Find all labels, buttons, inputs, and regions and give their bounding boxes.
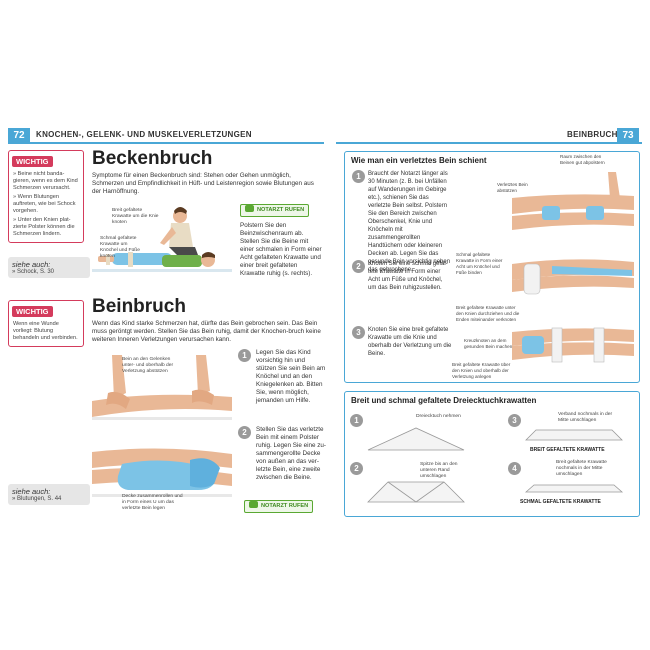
beckenbruch-caption-1: Breit gefaltete Krawatte um die Knie kno…: [112, 208, 159, 225]
wichtig-box-2: WICHTIG Wenn eine Wunde vorliegt: Blutun…: [8, 300, 84, 347]
notarzt-rufen-badge-2: NOTARZT RUFEN: [244, 500, 314, 513]
left-page-number: 72: [8, 128, 30, 144]
schiene-illustrations: [512, 172, 634, 363]
schmal-krawatte-label: SCHMAL GEFALTETE KRAWATTE: [520, 499, 601, 505]
notarzt-label: NOTARZT RUFEN: [261, 503, 309, 509]
step-number: 3: [352, 326, 365, 339]
label-schmal-acht: Schmal gefaltete Krawatte in Form einer …: [456, 252, 503, 275]
krawatten-title: Breit und schmal gefaltete Dreiecktuchkr…: [351, 396, 537, 405]
schiene-step-3: Knoten Sie eine breit gefaltete Krawatte…: [368, 327, 452, 357]
siehe-ref: » Blutungen, S. 44: [12, 496, 62, 502]
notarzt-rufen-badge-1: NOTARZT RUFEN: [240, 204, 310, 217]
label-breit-unter: Breit gefaltete Krawatte unter den Knien…: [456, 305, 520, 322]
triangle-cloth-2: [367, 481, 465, 503]
label-kreuzknoten: Kreuzknoten an dem gesunden Bein machen: [464, 338, 513, 349]
siehe-auch-1: siehe auch: » Schock, S. 30: [8, 257, 90, 278]
schiene-step-1: Braucht der Notarzt länger als 30 Minute…: [368, 171, 451, 273]
step-number: 1: [350, 414, 363, 427]
wichtig-item: » Beine nicht banda-gieren, wenn es dem …: [13, 171, 78, 191]
siehe-ref: » Schock, S. 30: [12, 269, 55, 275]
krawatte-label-3: Verband nochmals in der Mitte umschlagen: [558, 412, 613, 423]
breit-krawatte-label: BREIT GEFALTETE KRAWATTE: [530, 447, 605, 453]
phone-icon: [245, 205, 254, 212]
wichtig-item: » Unter den Knien plat-zierte Polster kö…: [13, 217, 75, 237]
siehe-heading: siehe auch:: [12, 487, 51, 496]
wichtig-box-1: WICHTIG » Beine nicht banda-gieren, wenn…: [8, 150, 84, 243]
label-breit-ueber: Breit gefaltete Krawatte über den Knien …: [452, 362, 511, 379]
beinbruch-caption-2: Decke zusammenrollen und in Form eines U…: [122, 494, 183, 511]
step-number: 2: [350, 462, 363, 475]
beinbruch-illustration-1: [92, 355, 232, 420]
beinbruch-title: Beinbruch: [92, 296, 186, 317]
wide-cravat: [525, 429, 623, 441]
beinbruch-step-1: Legen Sie das Kind vorsichtig hin und st…: [256, 349, 326, 404]
beckenbruch-intro: Symptome für einen Beckenbruch sind: Ste…: [92, 172, 314, 196]
siehe-heading: siehe auch:: [12, 260, 51, 269]
wichtig-item: » Wenn Blutungen auftreten, wie bei Scho…: [13, 194, 76, 214]
left-running-head: KNOCHEN-, GELENK- UND MUSKELVERLETZUNGEN: [36, 130, 252, 139]
phone-icon: [249, 501, 258, 508]
step-number: 1: [352, 170, 365, 183]
beinbruch-intro: Wenn das Kind starke Schmerzen hat, dürf…: [92, 320, 321, 344]
right-header-rule: [336, 128, 642, 144]
step-number: 4: [508, 462, 521, 475]
narrow-cravat: [524, 484, 624, 493]
left-header-rule: [8, 128, 324, 144]
krawatte-label-2: Spitze bis an den unteren Rand umschlage…: [420, 462, 458, 479]
beinbruch-step-2: Stellen Sie das verletzte Bein mit einem…: [256, 426, 327, 481]
step-number: 2: [238, 426, 251, 439]
beckenbruch-illustration: [92, 203, 232, 283]
notarzt-label: NOTARZT RUFEN: [257, 207, 305, 213]
step-number: 1: [238, 349, 251, 362]
schiene-step-2: Knoten Sie eine schmal gefal-tete Krawat…: [368, 261, 448, 291]
beckenbruch-title: Beckenbruch: [92, 148, 213, 169]
wichtig-text: Wenn eine Wunde vorliegt: Blutung behand…: [13, 321, 78, 341]
wichtig-label: WICHTIG: [12, 306, 53, 317]
wichtig-label: WICHTIG: [12, 156, 53, 167]
krawatte-label-4: Breit gefaltete Krawatte nochmals in der…: [556, 460, 607, 477]
step-number: 2: [352, 260, 365, 273]
label-raum: Raum zwischen den Beinen gut abpolstern: [560, 154, 605, 165]
beckenbruch-text: Polstern Sie den Beinzwischenraum ab. St…: [240, 222, 322, 277]
right-page-number: 73: [617, 128, 639, 144]
beinbruch-caption-1: Bein an den Gelenken unter- und oberhalb…: [122, 357, 174, 374]
schiene-title: Wie man ein verletztes Bein schient: [351, 156, 487, 165]
right-running-head: BEINBRUCH: [567, 130, 618, 139]
step-number: 3: [508, 414, 521, 427]
krawatte-label-1: Dreiecktuch nehmen: [416, 414, 461, 419]
beckenbruch-caption-2: Schmal gefaltete Krawatte um Knöchel und…: [100, 236, 140, 259]
siehe-auch-2: siehe auch: » Blutungen, S. 44: [8, 484, 90, 505]
label-verletztes: Verletztes Bein abstützen: [497, 182, 528, 193]
beinbruch-illustration-2: [92, 448, 232, 497]
triangle-cloth-1: [367, 427, 465, 451]
